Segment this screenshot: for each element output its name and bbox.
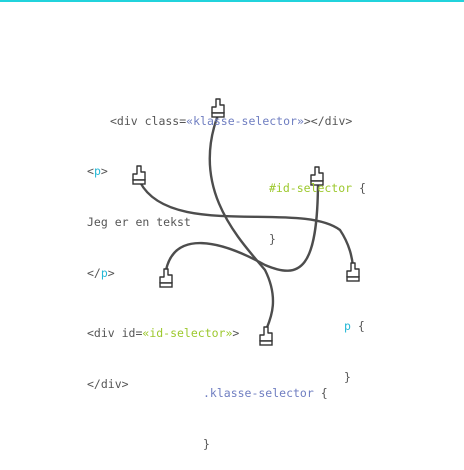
id-rule-snippet: #id-selector { } bbox=[269, 146, 366, 265]
css-brace: { bbox=[350, 319, 365, 333]
html-text: > bbox=[232, 326, 240, 340]
p-element-snippet: <p> Jeg er en tekst </p> bbox=[87, 129, 191, 299]
wire-id-rule-to-div-id bbox=[164, 179, 320, 272]
class-selector-name: .klasse-selector bbox=[203, 386, 314, 400]
html-text: </ bbox=[87, 266, 101, 280]
css-brace: } bbox=[344, 370, 351, 384]
css-brace: } bbox=[269, 232, 276, 246]
div-id-snippet: <div id=«id-selector»> </div> bbox=[87, 291, 239, 410]
id-attribute-value: «id-selector» bbox=[142, 326, 233, 340]
class-attribute-value: «klasse-selector» bbox=[186, 114, 304, 128]
class-rule-snippet: .klasse-selector { } bbox=[203, 351, 328, 470]
p-selector-name: p bbox=[344, 319, 351, 333]
p-rule-snippet: p { } bbox=[344, 284, 365, 403]
hand-pointer-icon bbox=[346, 262, 360, 282]
css-brace: { bbox=[352, 181, 366, 195]
top-accent-bar bbox=[0, 0, 464, 2]
html-text: > bbox=[107, 266, 115, 280]
hand-pointer-icon bbox=[259, 326, 273, 346]
html-text: </div> bbox=[87, 377, 129, 391]
html-text: <div id= bbox=[87, 326, 143, 340]
html-text: > bbox=[100, 164, 108, 178]
html-text: ></div> bbox=[303, 114, 353, 128]
css-brace: } bbox=[203, 437, 210, 451]
p-tag-name: p bbox=[100, 266, 108, 280]
p-tag-name: p bbox=[93, 164, 101, 178]
wire-p-close-to-p-rule bbox=[138, 181, 355, 267]
html-text: < bbox=[87, 164, 94, 178]
css-brace: { bbox=[313, 386, 328, 400]
paragraph-text: Jeg er en tekst bbox=[87, 215, 191, 229]
id-selector-name: #id-selector bbox=[269, 181, 353, 195]
div-class-snippet: <div class=«klasse-selector»></div> bbox=[110, 79, 352, 147]
html-text: <div class= bbox=[110, 114, 187, 128]
